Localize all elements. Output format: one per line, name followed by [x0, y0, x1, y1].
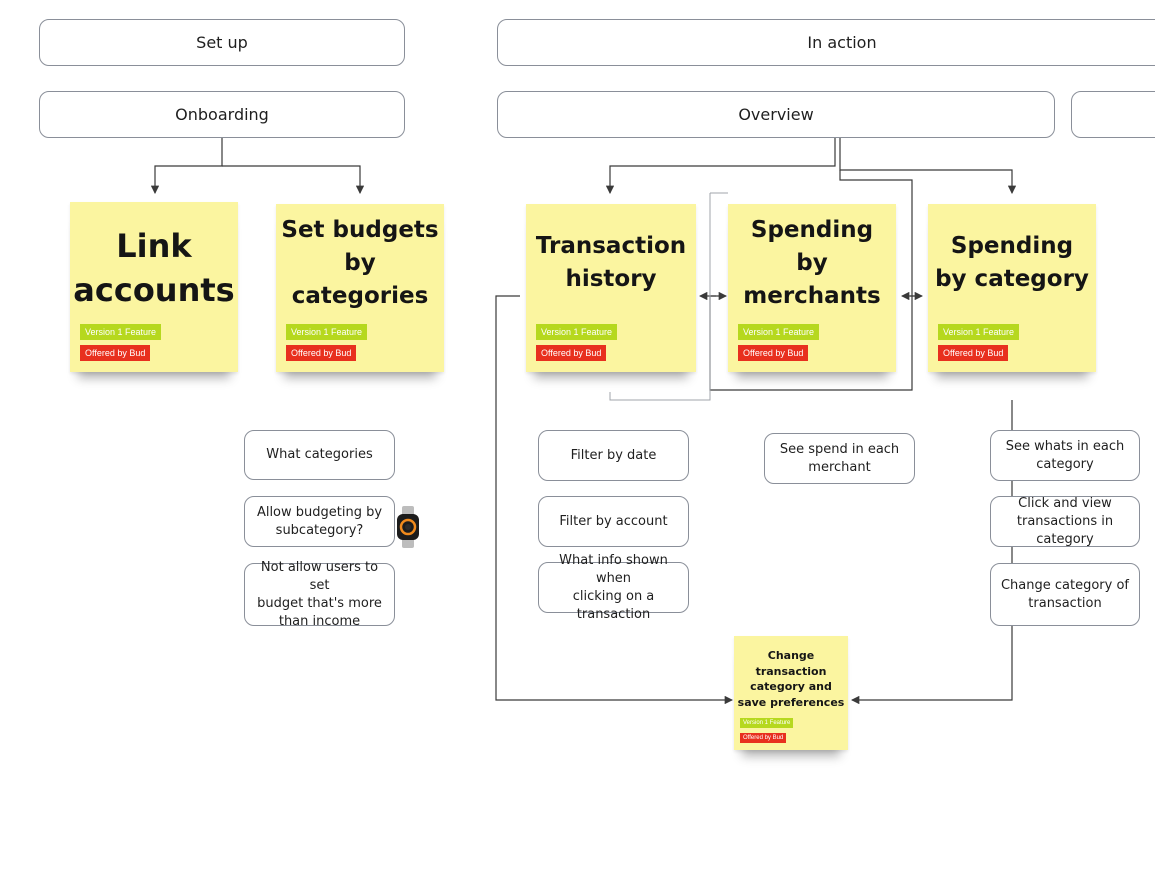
note-change-category-of: Change category of transaction: [990, 563, 1140, 626]
sticky-change-category: Change transaction category and save pre…: [734, 636, 848, 750]
offered-by-bud-badge: Offered by Bud: [80, 345, 151, 361]
subsection-overview-label: Overview: [738, 105, 814, 124]
version-1-badge: Version 1 Feature: [286, 324, 368, 340]
note-what-categories: What categories: [244, 430, 395, 480]
connector-onboarding-link: [150, 138, 223, 195]
version-1-badge: Version 1 Feature: [938, 324, 1020, 340]
subsection-next: [1071, 91, 1155, 138]
note-allow-subcategory: Allow budgeting by subcategory?: [244, 496, 395, 547]
sticky-title-line: Transaction: [535, 233, 687, 259]
section-setup-label: Set up: [196, 33, 248, 52]
section-in-action: In action: [497, 19, 1155, 66]
note-filter-account: Filter by account: [538, 496, 689, 547]
sticky-title-line: by category: [935, 266, 1089, 292]
sticky-title-line: Link: [116, 227, 192, 265]
section-in-action-label: In action: [807, 33, 877, 52]
sticky-title-line: by: [796, 250, 828, 276]
offered-by-bud-badge: Offered by Bud: [536, 345, 607, 361]
note-what-info: What info shown when clicking on a trans…: [538, 553, 689, 622]
note-filter-date: Filter by date: [538, 430, 689, 481]
connector-overview-history: [605, 138, 836, 195]
note-see-spend-merchant: See spend in each merchant: [764, 433, 915, 484]
sticky-set-budgets: Set budgets by categories Version 1 Feat…: [276, 204, 444, 372]
note-not-allow-budget: Not allow users to set budget that's mor…: [244, 560, 395, 629]
subsection-overview: Overview: [497, 91, 1055, 138]
sticky-title-line: history: [565, 266, 657, 292]
sticky-title-line: Set budgets: [281, 217, 439, 243]
version-1-badge: Version 1 Feature: [536, 324, 618, 340]
sticky-title-line: transaction: [755, 664, 827, 678]
version-1-badge: Version 1 Feature: [80, 324, 162, 340]
section-setup: Set up: [39, 19, 405, 66]
note-click-view: Click and view transactions in category: [990, 496, 1140, 547]
sticky-title-line: save preferences: [737, 695, 845, 709]
sticky-title-line: Spending: [750, 217, 874, 243]
sticky-title-line: by: [344, 250, 376, 276]
version-1-badge: Version 1 Feature: [738, 324, 820, 340]
subsection-onboarding: Onboarding: [39, 91, 405, 138]
sticky-title-line: categories: [291, 283, 429, 309]
smartwatch-icon: [397, 506, 419, 548]
note-see-whats-category: See whats in each category: [990, 430, 1140, 481]
offered-by-bud-badge: Offered by Bud: [740, 733, 787, 743]
sticky-title-line: accounts: [73, 271, 235, 309]
sticky-spending-category: Spending by category Version 1 Feature O…: [928, 204, 1096, 372]
offered-by-bud-badge: Offered by Bud: [286, 345, 357, 361]
sticky-title-line: Spending: [950, 233, 1074, 259]
sticky-title-line: Change: [767, 649, 815, 662]
offered-by-bud-badge: Offered by Bud: [938, 345, 1009, 361]
subsection-onboarding-label: Onboarding: [175, 105, 269, 124]
connector-overview-category: [839, 138, 1017, 195]
sticky-title-line: category and: [750, 680, 832, 693]
sticky-spending-merchants: Spending by merchants Version 1 Feature …: [728, 204, 896, 372]
version-1-badge: Version 1 Feature: [740, 718, 794, 728]
sticky-transaction-history: Transaction history Version 1 Feature Of…: [526, 204, 696, 372]
offered-by-bud-badge: Offered by Bud: [738, 345, 809, 361]
sticky-link-accounts: Link accounts Version 1 Feature Offered …: [70, 202, 238, 372]
connector-onboarding-budgets: [222, 165, 365, 195]
sticky-title-line: merchants: [743, 283, 881, 309]
